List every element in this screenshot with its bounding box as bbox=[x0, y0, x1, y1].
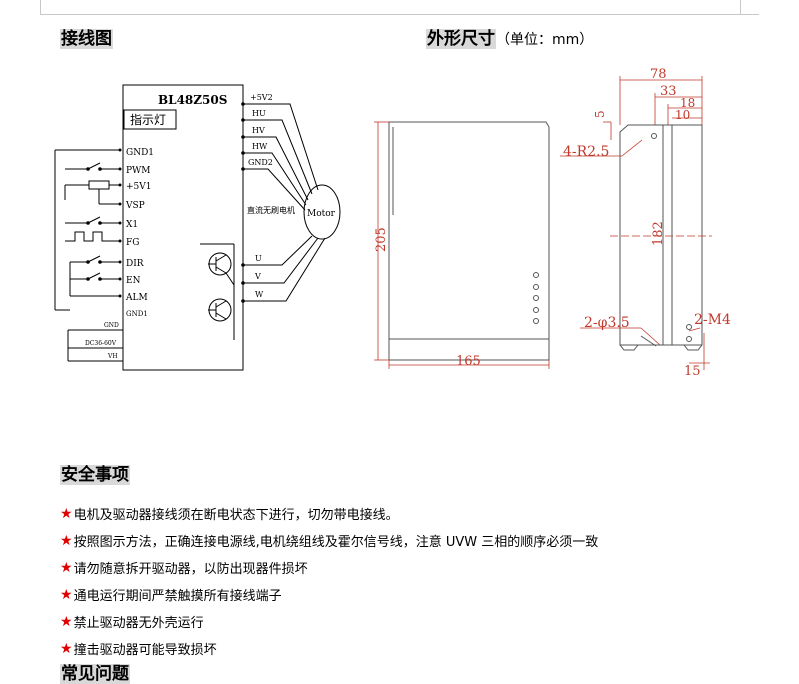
pin-pwm: PWM bbox=[126, 166, 151, 176]
side-dim-10: 10 bbox=[675, 108, 690, 122]
pin-u: U bbox=[255, 254, 262, 263]
star-icon: ★ bbox=[60, 586, 73, 603]
safety-note: ★撞击驱动器可能导致损坏 bbox=[60, 635, 760, 662]
model-label: BL48Z50S bbox=[158, 93, 227, 107]
star-icon: ★ bbox=[60, 559, 73, 576]
safety-note-text: 通电运行期间严禁触摸所有接线端子 bbox=[73, 589, 282, 604]
star-icon: ★ bbox=[60, 640, 73, 657]
faq-heading-text: 常见问题 bbox=[60, 664, 130, 684]
safety-note: ★请勿随意拆开驱动器，以防出现器件损坏 bbox=[60, 554, 760, 581]
front-view bbox=[388, 121, 550, 361]
power-voltage: DC36-60V bbox=[85, 340, 117, 347]
pin-dir: DIR bbox=[126, 259, 144, 269]
thread-dim: 2-M4 bbox=[694, 312, 731, 328]
safety-note-text: 电机及驱动器接线须在断电状态下进行，切勿带电接线。 bbox=[73, 508, 399, 523]
side-dim-18: 18 bbox=[680, 96, 695, 110]
page-top-border bbox=[0, 0, 799, 16]
pin-gnd1: GND1 bbox=[126, 148, 154, 158]
safety-note: ★按照图示方法，正确连接电源线,电机绕组线及霍尔信号线，注意 UVW 三相的顺序… bbox=[60, 527, 760, 554]
power-gnd: GND bbox=[104, 322, 119, 329]
star-icon: ★ bbox=[60, 613, 73, 630]
pin-alm: ALM bbox=[125, 293, 148, 303]
driver-box bbox=[122, 84, 244, 371]
side-dim-33: 33 bbox=[660, 84, 677, 99]
pin-gnd1-bottom: GND1 bbox=[126, 310, 148, 318]
safety-note: ★电机及驱动器接线须在断电状态下进行，切勿带电接线。 bbox=[60, 500, 760, 527]
side-dim-5: 5 bbox=[593, 110, 607, 118]
pin-fg: FG bbox=[126, 238, 139, 248]
side-view bbox=[619, 124, 703, 351]
pin-w: W bbox=[255, 290, 264, 299]
safety-note-text: 请勿随意拆开驱动器，以防出现器件损坏 bbox=[73, 562, 308, 577]
safety-notes: ★电机及驱动器接线须在断电状态下进行，切勿带电接线。 ★按照图示方法，正确连接电… bbox=[60, 500, 760, 662]
motor-label: Motor bbox=[307, 209, 336, 219]
safety-heading: 安全事项 bbox=[60, 460, 130, 485]
safety-heading-text: 安全事项 bbox=[60, 465, 130, 485]
wiring-heading: 接线图 bbox=[60, 24, 113, 49]
side-dim-15: 15 bbox=[684, 364, 701, 379]
power-vh: VH bbox=[107, 353, 118, 360]
front-height-dim: 205 bbox=[374, 227, 389, 252]
pin-x1: X1 bbox=[126, 220, 138, 230]
dimensions-heading: 外形尺寸（单位：mm） bbox=[426, 24, 593, 49]
motor bbox=[303, 184, 341, 240]
pin-vsp: VSP bbox=[125, 201, 145, 211]
pin-hw: HW bbox=[252, 142, 268, 151]
faq-heading: 常见问题 bbox=[60, 659, 130, 684]
pin-hv: HV bbox=[252, 126, 265, 135]
dimensions-heading-text: 外形尺寸 bbox=[426, 29, 496, 49]
dimensions-unit: （单位：mm） bbox=[496, 32, 594, 48]
wiring-heading-text: 接线图 bbox=[60, 29, 113, 49]
safety-note-text: 禁止驱动器无外壳运行 bbox=[73, 616, 204, 631]
star-icon: ★ bbox=[60, 505, 73, 522]
safety-note-text: 按照图示方法，正确连接电源线,电机绕组线及霍尔信号线，注意 UVW 三相的顺序必… bbox=[73, 535, 599, 550]
side-height-dim: 182 bbox=[651, 221, 666, 246]
indicator-box bbox=[123, 109, 177, 130]
safety-note-text: 撞击驱动器可能导致损坏 bbox=[73, 643, 217, 658]
side-width-dim: 78 bbox=[650, 67, 667, 82]
radius-dim: 4-R2.5 bbox=[563, 144, 609, 160]
pin-v: V bbox=[254, 272, 261, 281]
pin-5v1: +5V1 bbox=[126, 182, 152, 192]
star-icon: ★ bbox=[60, 532, 73, 549]
indicator-label: 指示灯 bbox=[130, 112, 166, 127]
hole-dim: 2-φ3.5 bbox=[584, 315, 630, 331]
front-width-dim: 165 bbox=[456, 354, 481, 369]
pin-gnd2: GND2 bbox=[248, 158, 273, 167]
motor-caption: 直流无刷电机 bbox=[247, 205, 295, 215]
pin-hu: HU bbox=[252, 109, 266, 118]
safety-note: ★禁止驱动器无外壳运行 bbox=[60, 608, 760, 635]
pin-en: EN bbox=[126, 276, 141, 286]
safety-note: ★通电运行期间严禁触摸所有接线端子 bbox=[60, 581, 760, 608]
pin-5v2: +5V2 bbox=[250, 93, 273, 102]
